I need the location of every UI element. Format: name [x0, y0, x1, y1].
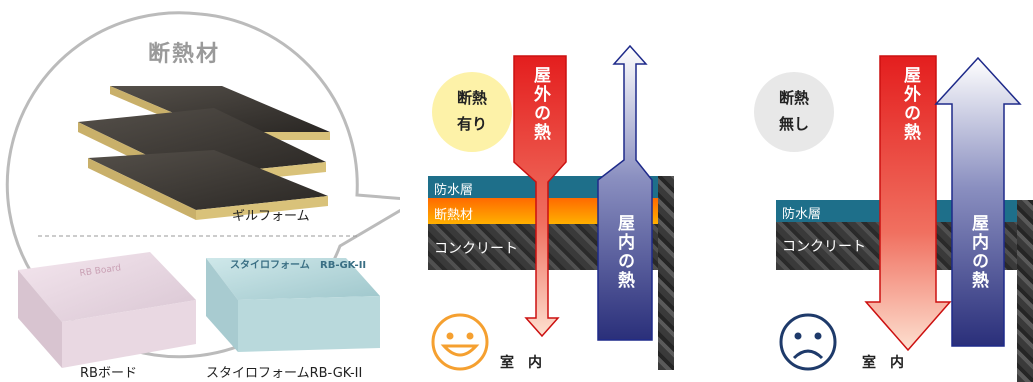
smiley-face-icon [431, 313, 489, 371]
product-label-gilfoam: ギルフォーム [232, 209, 310, 224]
inside-heat-arrow [934, 56, 1022, 347]
layer-label-waterproof: 防水層 [782, 207, 822, 222]
inside-heat-arrow [597, 44, 653, 341]
inside-heat-label: 屋内の熱 [968, 214, 988, 290]
outside-heat-label: 屋外の熱 [530, 66, 550, 142]
materials-title: 断熱材 [148, 42, 221, 67]
layer-label-waterproof: 防水層 [434, 183, 474, 198]
badge-without-insulation [754, 72, 834, 152]
badge-line-1: 断熱 [778, 89, 809, 107]
svg-text:RB-GK-II: RB-GK-II [320, 260, 366, 271]
outside-heat-arrow [513, 55, 567, 338]
layer-label-insulation: 断熱材 [434, 208, 474, 223]
sad-face-icon [779, 313, 837, 371]
concrete-column [1017, 200, 1033, 382]
room-label-without: 室 内 [862, 355, 904, 371]
product-label-styrofoam: スタイロフォームRB-GK-II [206, 366, 363, 381]
styrofoam-board-image: スタイロフォーム RB-GK-II [206, 258, 380, 352]
badge-line-2: 有り [456, 115, 487, 133]
package-print: スタイロフォーム [230, 259, 310, 271]
concrete-column [658, 176, 674, 370]
layer-label-concrete: コンクリート [782, 239, 866, 255]
gilfoam-boards-image [78, 86, 330, 220]
product-label-rb-board: RBボード [80, 366, 137, 381]
rb-board-image: RB Board [18, 252, 196, 368]
room-label-with: 室 内 [500, 355, 542, 371]
materials-panel: RB Board スタイロフォーム RB-GK-II [5, 11, 400, 368]
outside-heat-arrow [864, 55, 952, 352]
outside-heat-label: 屋外の熱 [900, 66, 920, 142]
badge-line-1: 断熱 [456, 89, 487, 107]
badge-with-insulation [432, 72, 512, 152]
inside-heat-label: 屋内の熱 [614, 214, 634, 290]
badge-line-2: 無し [778, 115, 809, 133]
layer-label-concrete: コンクリート [434, 241, 518, 257]
